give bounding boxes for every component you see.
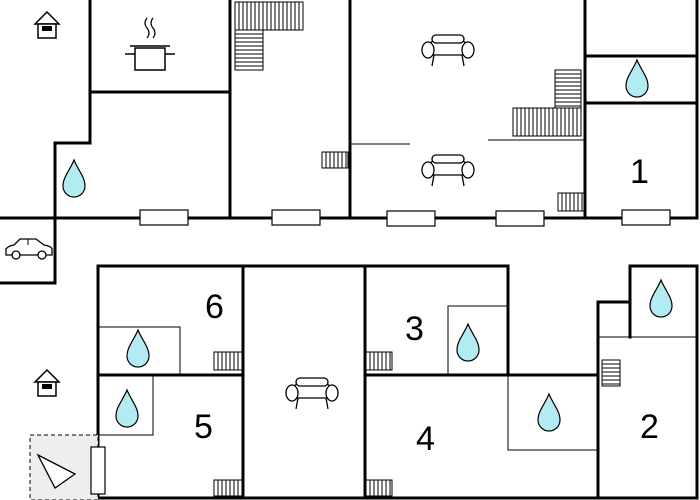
lower-wing-walls	[96, 264, 699, 500]
window-icon	[271, 209, 321, 226]
parking-walls	[0, 216, 57, 285]
room-number-4: 4	[416, 420, 435, 458]
water-drop-icon	[649, 278, 673, 318]
house-icon	[33, 368, 61, 397]
water-drop-icon	[115, 388, 139, 428]
window-icon	[495, 210, 545, 227]
sofa-icon	[421, 34, 475, 67]
window-icon	[621, 209, 671, 226]
north-arrow-icon	[36, 453, 77, 489]
outside-terrace	[29, 434, 106, 500]
water-drop-icon	[537, 392, 561, 432]
room-number-2: 2	[640, 408, 659, 446]
radiator-icon	[365, 479, 393, 497]
room-number-1: 1	[630, 153, 649, 191]
room-number-5: 5	[194, 408, 213, 446]
water-drop-icon	[625, 58, 649, 98]
water-drop-icon	[126, 328, 150, 368]
cooking-pot-icon	[125, 17, 175, 71]
window-icon	[386, 210, 436, 227]
corridor-windows	[139, 209, 671, 227]
radiator-icon	[213, 351, 243, 371]
upper-wing-walls	[0, 0, 699, 220]
radiator-icon	[557, 192, 585, 212]
sofa-icon	[285, 377, 339, 410]
water-drop-icon	[456, 322, 480, 362]
stairs-icon	[512, 69, 582, 137]
window-icon	[139, 209, 189, 226]
house-icon	[33, 10, 61, 39]
radiator-icon	[213, 479, 243, 497]
radiator-icon	[321, 151, 349, 169]
bathroom-partitions	[98, 305, 697, 451]
radiator-icon	[365, 351, 393, 371]
car-icon	[5, 238, 53, 260]
room-number-3: 3	[405, 310, 424, 348]
stairs-icon	[234, 1, 304, 71]
room-number-6: 6	[205, 288, 224, 326]
water-drop-icon	[62, 158, 86, 198]
sofa-icon	[421, 154, 475, 187]
window-icon	[90, 446, 106, 495]
radiator-icon	[601, 359, 621, 387]
